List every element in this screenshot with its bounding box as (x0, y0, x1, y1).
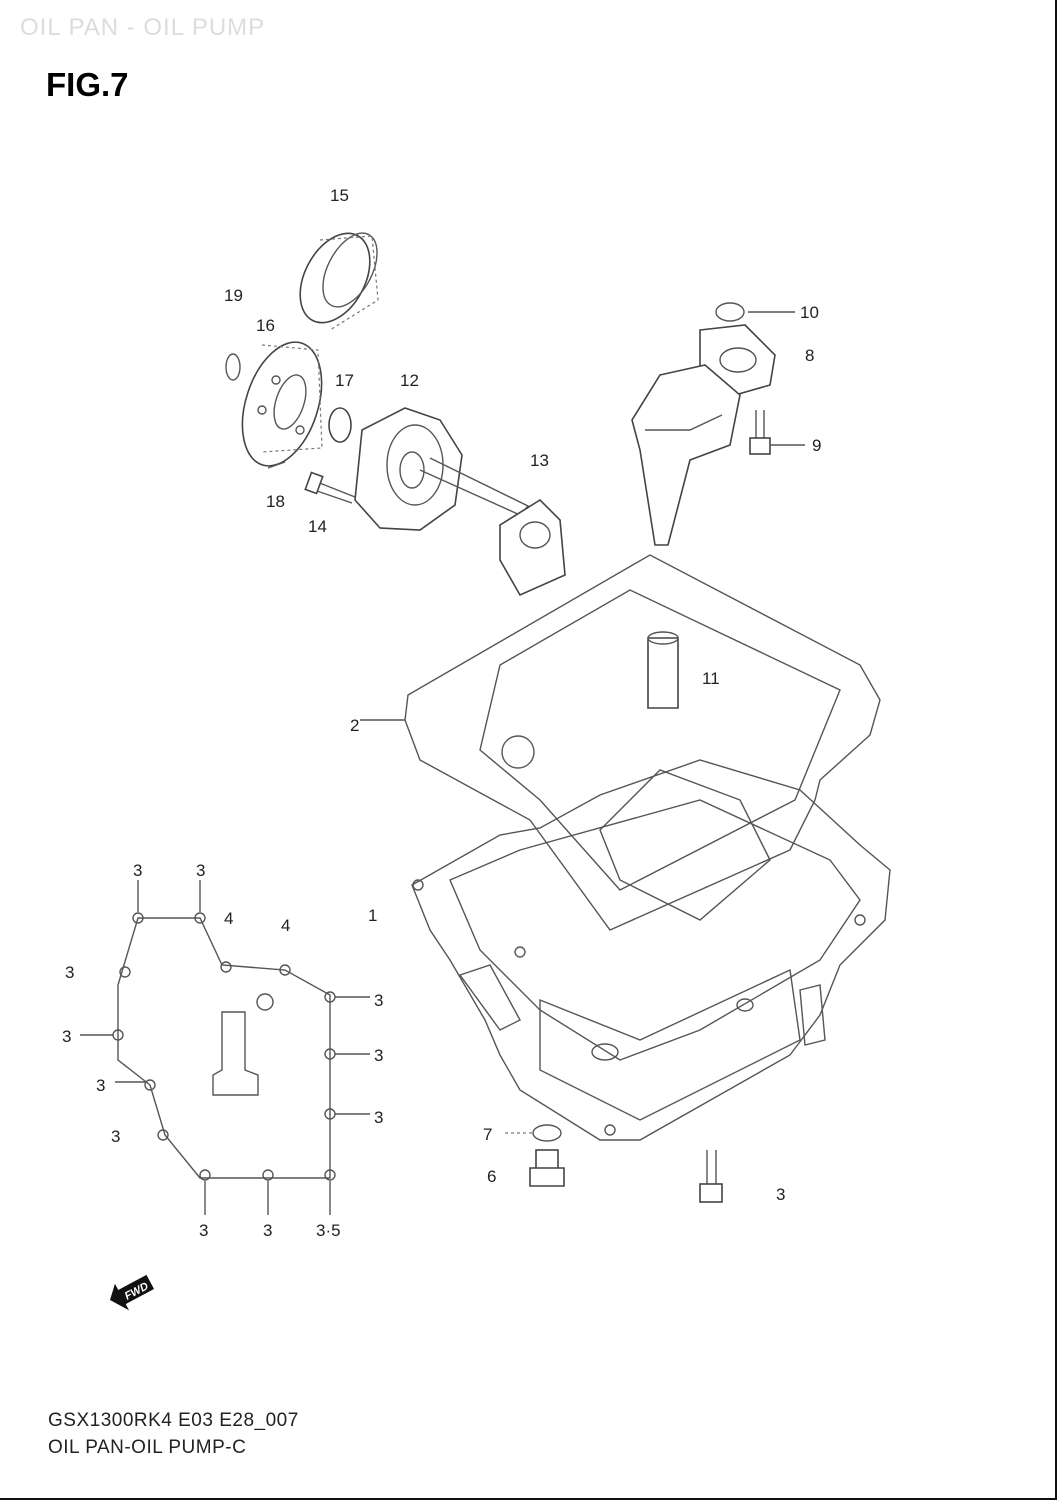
callout-8: 8 (805, 346, 814, 365)
callout-11: 11 (702, 669, 720, 688)
callout-13: 13 (530, 451, 549, 470)
callout-19: 19 (224, 286, 243, 305)
part-10-o-ring (715, 302, 745, 322)
callout-3: 3 (65, 963, 74, 982)
callout-14: 14 (308, 517, 327, 536)
part-3-bolt (699, 1150, 723, 1203)
callout-7: 7 (483, 1125, 492, 1144)
callout-1: 1 (368, 906, 377, 925)
callout-4: 4 (281, 916, 290, 935)
callout-3: 3 (374, 1046, 383, 1065)
callout-3: 3 (374, 1108, 383, 1127)
part-14-bolt (304, 471, 356, 504)
bolt-pattern-outline (80, 880, 370, 1215)
callout-3: 3 (133, 861, 142, 880)
part-6-drain-plug (529, 1149, 565, 1187)
part-2-gasket (360, 554, 881, 931)
part-7-washer (532, 1124, 562, 1142)
callout-17: 17 (335, 371, 354, 390)
part-15-gear (299, 232, 379, 331)
part-1-oil-pan (411, 759, 891, 1141)
callout-9: 9 (812, 436, 821, 455)
callout-18: 18 (266, 492, 285, 511)
callout-15: 15 (330, 186, 349, 205)
figure-number: FIG.7 (46, 66, 129, 103)
diagram-caption: OIL PAN-OIL PUMP-C (48, 1437, 247, 1458)
forward-arrow-icon: FWD (110, 1274, 155, 1311)
part-19-circlip (225, 353, 241, 381)
callout-3: 3 (62, 1027, 71, 1046)
part-12-oil-pump (354, 407, 530, 531)
callout-3: 3 (263, 1221, 272, 1240)
part-17-washer (328, 407, 352, 443)
callout-10: 10 (800, 303, 819, 322)
callout-3-5: 3·5 (316, 1221, 341, 1240)
part-9-bolt (749, 410, 805, 455)
callout-2: 2 (350, 716, 359, 735)
part-8-oil-strainer (631, 324, 776, 546)
part-18-pin (267, 461, 286, 469)
callout-3: 3 (96, 1076, 105, 1095)
callout-16: 16 (256, 316, 275, 335)
callout-6: 6 (487, 1167, 496, 1186)
callout-12: 12 (400, 371, 419, 390)
part-11-dowel (647, 631, 679, 709)
callout-4: 4 (224, 909, 233, 928)
faint-page-title: OIL PAN - OIL PUMP (20, 14, 266, 41)
fwd-label: FWD (123, 1280, 151, 1302)
callout-3-pan: 3 (776, 1185, 785, 1204)
callout-3: 3 (111, 1127, 120, 1146)
callout-3: 3 (374, 991, 383, 1010)
diagram-code: GSX1300RK4 E03 E28_007 (48, 1410, 299, 1431)
callout-3: 3 (199, 1221, 208, 1240)
part-16-sprocket (241, 341, 323, 467)
part-13-gasket (499, 498, 566, 597)
callout-3: 3 (196, 861, 205, 880)
